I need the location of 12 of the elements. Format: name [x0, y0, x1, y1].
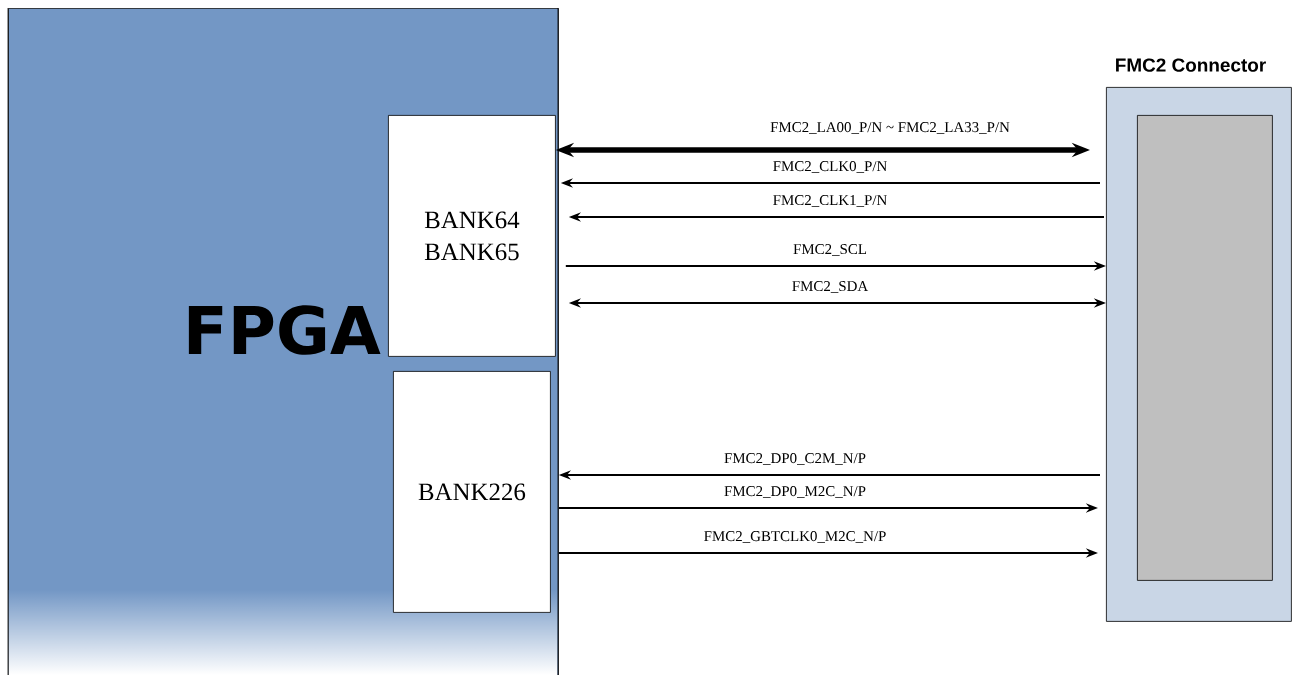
edge-label: FMC2_DP0_M2C_N/P	[723, 485, 867, 499]
edge-label: FMC2_DP0_C2M_N/P	[723, 452, 867, 466]
edge-label: FMC2_CLK1_P/N	[771, 194, 889, 208]
bank-box: BANK64 BANK65	[388, 115, 556, 357]
edge-label: FMC2_SDA	[790, 280, 870, 294]
connector-body	[1137, 115, 1273, 581]
edge-label: FMC2_GBTCLK0_M2C_N/P	[702, 530, 888, 544]
edge-label: FMC2_SCL	[792, 243, 868, 257]
edge-label: FMC2_LA00_P/N ~ FMC2_LA33_P/N	[769, 121, 1011, 135]
edge-label: FMC2_CLK0_P/N	[771, 160, 889, 174]
node-label: FMC2 Connector	[1116, 58, 1266, 72]
bank-box: BANK226	[393, 371, 551, 613]
